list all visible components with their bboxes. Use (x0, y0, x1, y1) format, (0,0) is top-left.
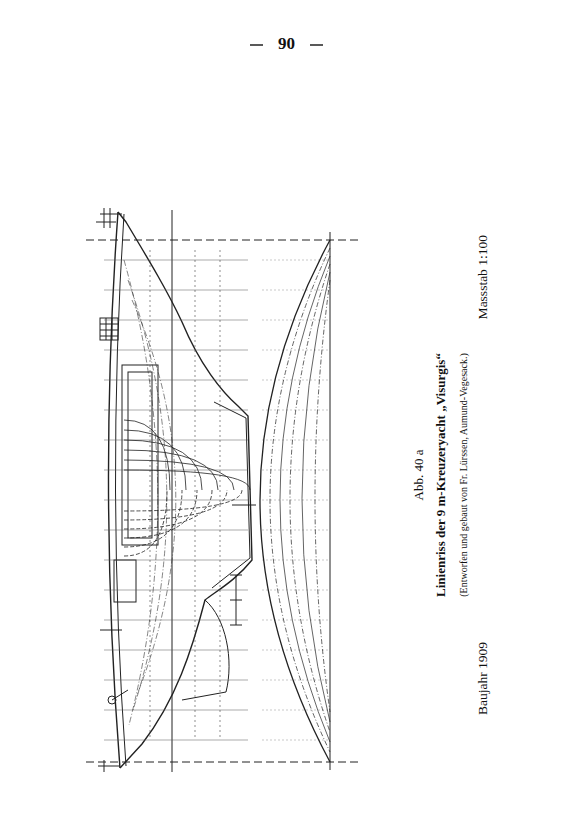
station-line (104, 650, 248, 651)
caption-row: Baujahr 1909 Massstab 1:100 (475, 235, 491, 715)
station-line (262, 560, 330, 561)
station-line (262, 470, 330, 471)
waterline (150, 250, 151, 740)
deckhouse-top (128, 372, 152, 538)
hull-profile (118, 212, 252, 768)
station-line (262, 500, 330, 501)
section-curve (124, 490, 242, 511)
half-breadth-curve (315, 280, 330, 712)
bow-fitting (96, 208, 122, 228)
rail-line (115, 214, 126, 766)
caption-row: Linienriss der 9 m-Kreuzeryacht „Visurgi… (431, 353, 449, 597)
station-line (262, 740, 330, 741)
page-number-row: 90 (0, 34, 573, 54)
station-line (104, 410, 248, 411)
station-line (104, 590, 248, 591)
station-line (262, 710, 330, 711)
station-line (262, 440, 330, 441)
waterline (195, 250, 196, 740)
section-curve (124, 440, 202, 490)
section-curve (124, 490, 167, 556)
dash (310, 44, 323, 46)
deckhouse (122, 365, 158, 545)
scale-bar (230, 575, 242, 625)
center-line (330, 232, 331, 770)
station-line (104, 710, 248, 711)
section-curve (124, 490, 212, 529)
buttock-line (124, 260, 158, 725)
station-line (104, 320, 248, 321)
half-breadth-curve (280, 256, 330, 742)
cockpit (114, 560, 136, 602)
half-breadth-curve (270, 248, 330, 752)
half-breadth-curve (302, 272, 330, 722)
section-curve (124, 490, 182, 547)
tiller-line (100, 630, 128, 700)
perpendicular-line (86, 762, 362, 763)
caption-row: Abb. 40 a (409, 450, 427, 501)
caption-block: Abb. 40 a Linienriss der 9 m-Kreuzeryacht… (395, 235, 505, 715)
station-line (104, 290, 248, 291)
caption-text: (Entworfen und gebaut von Fr. Lürssen, A… (458, 353, 469, 597)
station-line (104, 680, 248, 681)
station-line (104, 560, 248, 561)
station-line (104, 530, 248, 531)
dash (250, 44, 263, 46)
waterline (172, 210, 173, 772)
perpendicular-line (86, 240, 362, 241)
half-breadth-curve (290, 264, 330, 732)
caption-text: Linienriss der 9 m-Kreuzeryacht „Visurgi… (433, 353, 448, 597)
section-curve (124, 490, 197, 538)
station-line (104, 740, 248, 741)
waterline (220, 250, 221, 740)
stern-fitting (98, 760, 120, 772)
section-curve (124, 470, 250, 490)
caption-row: (Entworfen und gebaut von Fr. Lürssen, A… (453, 353, 471, 597)
half-breadth-curve (260, 240, 330, 762)
caption-text: Massstab 1:100 (475, 235, 491, 319)
station-line (262, 290, 330, 291)
buttock-line (132, 300, 176, 695)
station-line (262, 350, 330, 351)
station-line (262, 680, 330, 681)
station-line (104, 380, 248, 381)
sheer-line (108, 212, 120, 768)
caption-text: Abb. 40 a (411, 450, 426, 501)
page-number: 90 (278, 34, 295, 53)
keel-bolt (232, 505, 256, 506)
station-line (262, 650, 330, 651)
mast-fitting (100, 318, 118, 340)
station-line (104, 350, 248, 351)
caption-text: Baujahr 1909 (475, 642, 491, 715)
buttock-line (128, 280, 167, 710)
station-line (104, 260, 248, 261)
station-line (104, 620, 248, 621)
station-line (262, 530, 330, 531)
